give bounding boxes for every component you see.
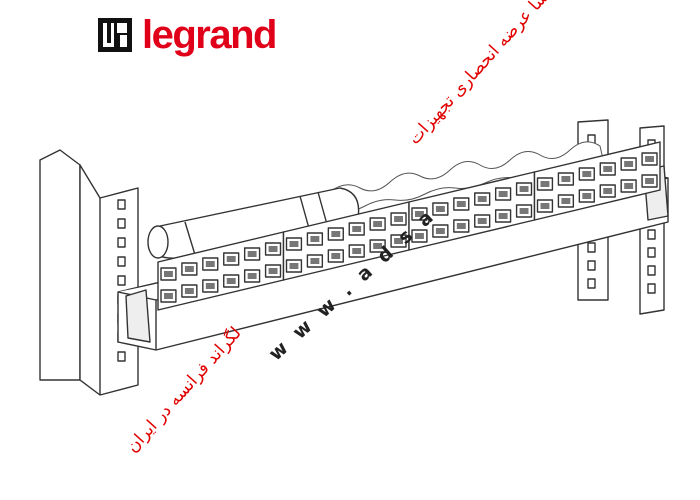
rack-hole: [117, 237, 126, 248]
rj45-jack-opening: [226, 256, 236, 262]
rj45-jack-opening: [164, 293, 173, 299]
rj45-jack-opening: [394, 238, 403, 244]
rj45-jack-opening: [373, 221, 383, 227]
rj45-jack-opening: [435, 228, 445, 234]
patch-panel-body: [117, 141, 669, 351]
rack-hole: [647, 265, 656, 276]
rj45-jack-opening: [645, 178, 654, 184]
rack-hole: [587, 278, 596, 289]
rj45-jack-opening: [603, 166, 613, 172]
rj45-jack-opening: [435, 206, 445, 212]
rj45-jack-opening: [394, 216, 403, 222]
rj45-jack-opening: [519, 208, 529, 214]
rj45-jack-opening: [184, 266, 194, 272]
rj45-jack-opening: [310, 258, 320, 264]
legrand-mark-icon: [98, 18, 132, 52]
rj45-jack-opening: [205, 283, 215, 289]
rack-hole: [117, 351, 126, 362]
rj45-jack-opening: [184, 288, 194, 294]
rj45-jack-opening: [164, 271, 173, 277]
rack-hole: [647, 247, 656, 258]
rj45-jack-opening: [561, 176, 571, 182]
rj45-jack-opening: [415, 211, 424, 217]
rj45-jack-opening: [289, 263, 299, 269]
rj45-jack-opening: [498, 191, 508, 197]
rj45-jack-opening: [624, 161, 634, 167]
rj45-jack-opening: [624, 183, 634, 189]
rj45-jack-opening: [519, 186, 529, 192]
rack-hole: [587, 260, 596, 271]
rj45-jack-opening: [247, 273, 257, 279]
rj45-jack-opening: [582, 193, 592, 199]
rj45-jack-opening: [310, 236, 320, 242]
rack-hole: [647, 283, 656, 294]
rj45-jack-opening: [205, 261, 215, 267]
rj45-jack-opening: [289, 241, 299, 247]
rj45-jack-opening: [645, 156, 654, 162]
rj45-jack-opening: [603, 188, 613, 194]
rj45-jack-opening: [415, 233, 424, 239]
rack-hole: [117, 218, 126, 229]
rj45-jack-opening: [226, 278, 236, 284]
rack-hole: [117, 199, 126, 210]
rack-hole: [117, 275, 126, 286]
rj45-jack-opening: [456, 223, 466, 229]
left-rack-post: [39, 149, 139, 396]
rj45-jack-opening: [498, 213, 508, 219]
rj45-jack-opening: [540, 203, 550, 209]
rj45-jack-opening: [373, 243, 383, 249]
rj45-jack-opening: [561, 198, 571, 204]
rj45-jack-opening: [540, 181, 550, 187]
rj45-jack-opening: [352, 226, 362, 232]
rj45-jack-opening: [331, 231, 341, 237]
rj45-jack-opening: [352, 248, 362, 254]
rj45-jack-opening: [456, 201, 466, 207]
rj45-jack-opening: [247, 251, 257, 257]
brand-wordmark: legrand: [142, 13, 277, 57]
rj45-jack-opening: [477, 218, 487, 224]
rack-hole: [587, 242, 596, 253]
rj45-jack-opening: [477, 196, 487, 202]
rj45-jack-opening: [268, 268, 278, 274]
rj45-jack-opening: [268, 246, 278, 252]
rack-hole: [117, 256, 126, 267]
rj45-jack-opening: [331, 253, 341, 259]
rj45-jack-opening: [582, 171, 592, 177]
rack-hole: [647, 229, 656, 240]
legrand-logo: legrand: [98, 10, 277, 60]
